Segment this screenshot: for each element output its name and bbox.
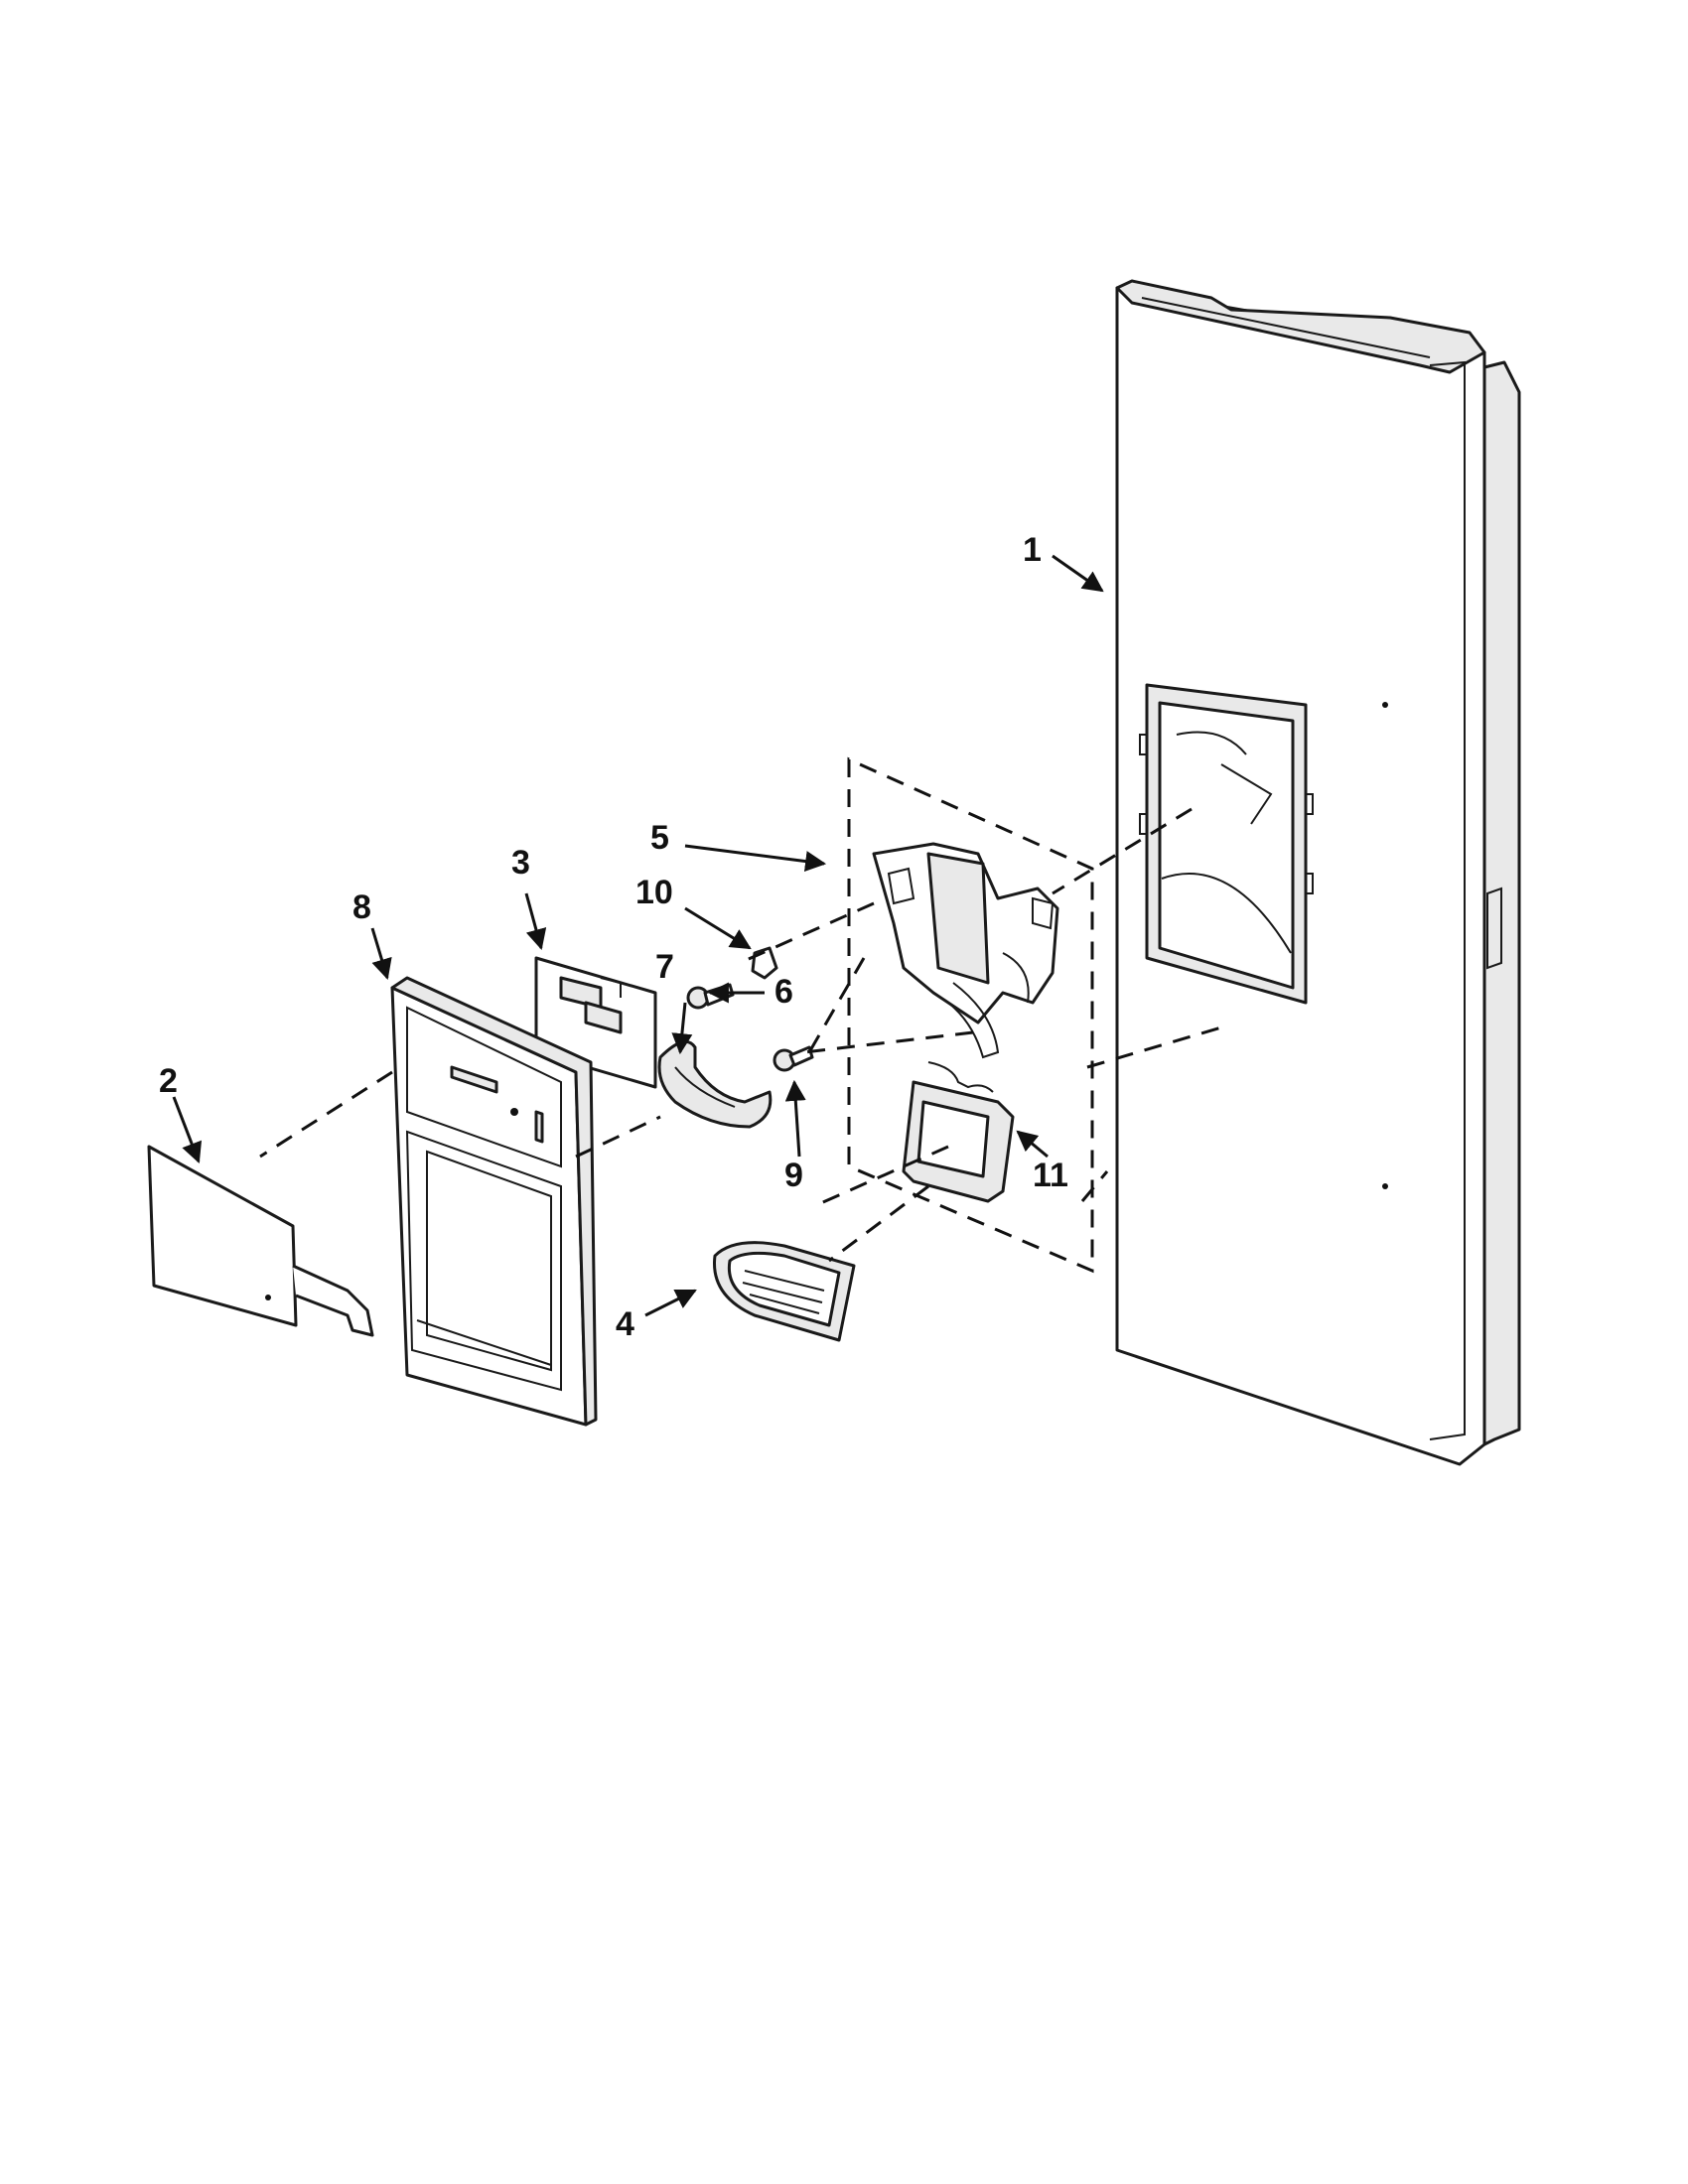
- callout-2: 2: [159, 1062, 178, 1100]
- alignment-lines: [259, 807, 1222, 1263]
- dispenser-cover-panel: [147, 1145, 374, 1337]
- screw: [686, 983, 735, 1010]
- callout-5: 5: [650, 819, 669, 857]
- leader-lines: [172, 554, 1104, 1317]
- callout-11: 11: [1033, 1157, 1068, 1194]
- door-assembly: [1115, 279, 1521, 1466]
- dispenser-lever: [657, 1039, 773, 1129]
- screw: [773, 1045, 814, 1072]
- dispenser-housing-assembly: [872, 842, 1059, 1059]
- callout-3: 3: [511, 844, 530, 882]
- callout-1: 1: [1023, 531, 1042, 569]
- assembly-outline: [847, 756, 1094, 1274]
- dispenser-front-frame: [390, 976, 598, 1427]
- callout-4: 4: [616, 1305, 634, 1343]
- callout-6: 6: [774, 973, 793, 1011]
- dispenser-paddle: [902, 1061, 1015, 1203]
- callout-9: 9: [784, 1157, 803, 1194]
- callout-10: 10: [635, 874, 673, 911]
- callout-8: 8: [352, 888, 371, 926]
- callout-labels: 1 2 3 4 5 6 7 8 9 10 11: [159, 531, 1068, 1343]
- callout-7: 7: [655, 948, 674, 986]
- drip-tray: [713, 1241, 856, 1342]
